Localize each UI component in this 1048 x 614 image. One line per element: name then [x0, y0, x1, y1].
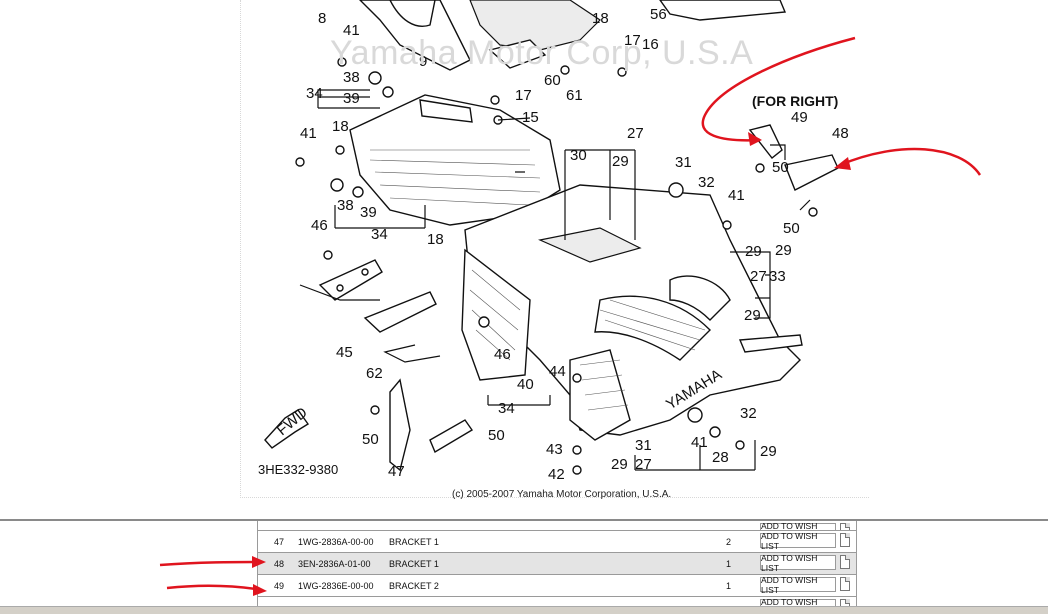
- table-row: 47 1WG-2836A-00-00 BRACKET 1 2 ADD TO WISH L…: [258, 531, 856, 553]
- annotation-arrow-row-48: [159, 560, 263, 567]
- callout-number: 17: [624, 32, 641, 49]
- callout-number: 46: [311, 217, 328, 234]
- part-number: 1WG-2836E-00-00: [298, 581, 374, 591]
- callout-number: 34: [498, 400, 515, 417]
- callout-number: 18: [427, 231, 444, 248]
- callout-number: 50: [783, 220, 800, 237]
- callout-number: 32: [698, 174, 715, 191]
- callout-number: 18: [592, 10, 609, 27]
- callout-number: 50: [772, 159, 789, 176]
- callout-number: 31: [675, 154, 692, 171]
- callout-number: 34: [306, 85, 323, 102]
- table-row: 48 3EN-2836A-01-00 BRACKET 1 1 ADD TO WISH L…: [258, 553, 856, 575]
- callout-number: 41: [343, 22, 360, 39]
- parts-table: ADD TO WISH LIST471WG-2836A-00-00BRACKET…: [257, 521, 857, 607]
- callout-number: 43: [546, 441, 563, 458]
- callout-number: 49: [791, 109, 808, 126]
- callout-number: 38: [343, 69, 360, 86]
- part-number: 3EN-2836A-01-00: [298, 559, 371, 569]
- diagram-code: 3HE332-9380: [258, 462, 339, 477]
- callout-number: 27: [627, 125, 644, 142]
- callout-number: 27: [750, 268, 767, 285]
- callout-number: 29: [744, 307, 761, 324]
- callout-number: 62: [366, 365, 383, 382]
- copyright-notice: (c) 2005-2007 Yamaha Motor Corporation, …: [452, 489, 672, 500]
- add-to-wish-list-button[interactable]: ADD TO WISH LIST: [760, 521, 836, 530]
- callout-number: 18: [332, 118, 349, 135]
- callout-number: 34: [371, 226, 388, 243]
- watermark: Yamaha Motor Corp, U.S.A: [330, 34, 754, 72]
- callout-number: 50: [362, 431, 379, 448]
- add-to-wish-list-button[interactable]: ADD TO WISH LIST: [760, 575, 836, 595]
- document-icon[interactable]: [840, 533, 850, 547]
- callout-number: 29: [612, 153, 629, 170]
- callout-number: 60: [544, 72, 561, 89]
- callout-number: 8: [318, 10, 326, 27]
- document-icon[interactable]: [840, 599, 850, 606]
- callout-number: 42: [548, 466, 565, 483]
- callout-number: 48: [832, 125, 849, 142]
- callout-number: 41: [691, 434, 708, 451]
- part-number: 1WG-2836A-00-00: [298, 537, 374, 547]
- callout-number: 33: [769, 268, 786, 285]
- document-icon[interactable]: [840, 577, 850, 591]
- callout-number: 9: [419, 53, 427, 70]
- callout-number: 32: [740, 405, 757, 422]
- ref-number: 47: [273, 537, 284, 547]
- callout-number: 15: [522, 109, 539, 126]
- callout-number: 29: [775, 242, 792, 259]
- callout-number: 41: [300, 125, 317, 142]
- callout-number: 56: [650, 6, 667, 23]
- part-description: BRACKET 1: [389, 537, 439, 547]
- document-icon[interactable]: [840, 523, 850, 530]
- section-divider: [0, 519, 1048, 521]
- callout-number: 45: [336, 344, 353, 361]
- callout-number: 39: [360, 204, 377, 221]
- ref-number: 49: [273, 581, 284, 591]
- callout-number: 40: [517, 376, 534, 393]
- ref-number: 48: [273, 559, 284, 569]
- callout-number: 30: [570, 147, 587, 164]
- callout-number: 50: [488, 427, 505, 444]
- callout-number: 17: [515, 87, 532, 104]
- for-right-label: (FOR RIGHT): [752, 93, 839, 109]
- quantity: 1: [726, 559, 732, 569]
- status-bar: [0, 606, 1048, 614]
- add-to-wish-list-button[interactable]: ADD TO WISH LIST: [760, 597, 836, 606]
- part-description: BRACKET 2: [389, 581, 439, 591]
- add-to-wish-list-button[interactable]: ADD TO WISH LIST: [760, 553, 836, 573]
- callout-number: 31: [635, 437, 652, 454]
- callout-number: 61: [566, 87, 583, 104]
- callout-number: 44: [549, 363, 566, 380]
- callout-number: 29: [611, 456, 628, 473]
- callout-number: 28: [712, 449, 729, 466]
- callout-number: 27: [635, 456, 652, 473]
- annotation-arrow-row-49: [166, 584, 263, 592]
- callout-number: 16: [642, 36, 659, 53]
- callout-number: 46: [494, 346, 511, 363]
- diagram-frame: [240, 0, 869, 498]
- callout-number: 29: [745, 243, 762, 260]
- table-row: 49 1WG-2836E-00-00 BRACKET 2 1 ADD TO WISH L…: [258, 575, 856, 597]
- callout-number: 47: [388, 463, 405, 480]
- callout-number: 39: [343, 90, 360, 107]
- table-row: ADD TO WISH LIST: [258, 521, 856, 531]
- quantity: 1: [726, 581, 732, 591]
- callout-number: 38: [337, 197, 354, 214]
- callout-number: 29: [760, 443, 777, 460]
- part-description: BRACKET 1: [389, 559, 439, 569]
- add-to-wish-list-button[interactable]: ADD TO WISH LIST: [760, 531, 836, 551]
- quantity: 2: [726, 537, 732, 547]
- callout-number: 41: [728, 187, 745, 204]
- document-icon[interactable]: [840, 555, 850, 569]
